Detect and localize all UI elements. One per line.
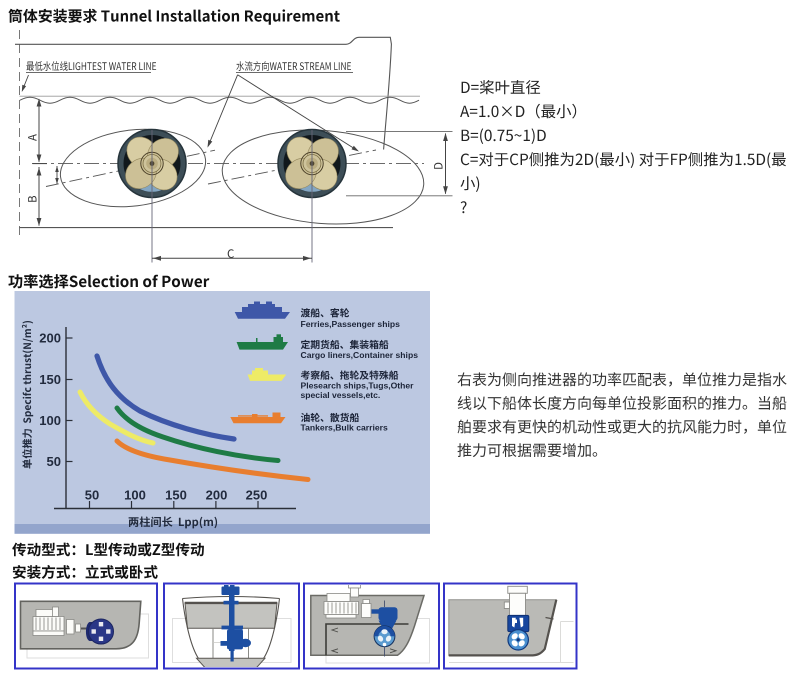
- svg-text:250: 250: [246, 488, 268, 503]
- svg-text:150: 150: [165, 488, 187, 503]
- svg-text:Cargo liners,Container ships: Cargo liners,Container ships: [301, 350, 419, 360]
- svg-text:150: 150: [39, 372, 61, 387]
- svg-text:special vessels,etc.: special vessels,etc.: [301, 390, 381, 400]
- svg-text:200: 200: [206, 488, 228, 503]
- svg-text:Ferries,Passenger ships: Ferries,Passenger ships: [301, 319, 401, 329]
- svg-text:100: 100: [124, 488, 146, 503]
- svg-text:100: 100: [39, 413, 61, 428]
- svg-text:200: 200: [39, 331, 61, 346]
- svg-text:50: 50: [85, 488, 99, 503]
- svg-text:Tankers,Bulk carriers: Tankers,Bulk carriers: [301, 422, 388, 432]
- svg-text:50: 50: [47, 454, 61, 469]
- svg-text:Plesearch ships,Tugs,Other: Plesearch ships,Tugs,Other: [301, 380, 415, 390]
